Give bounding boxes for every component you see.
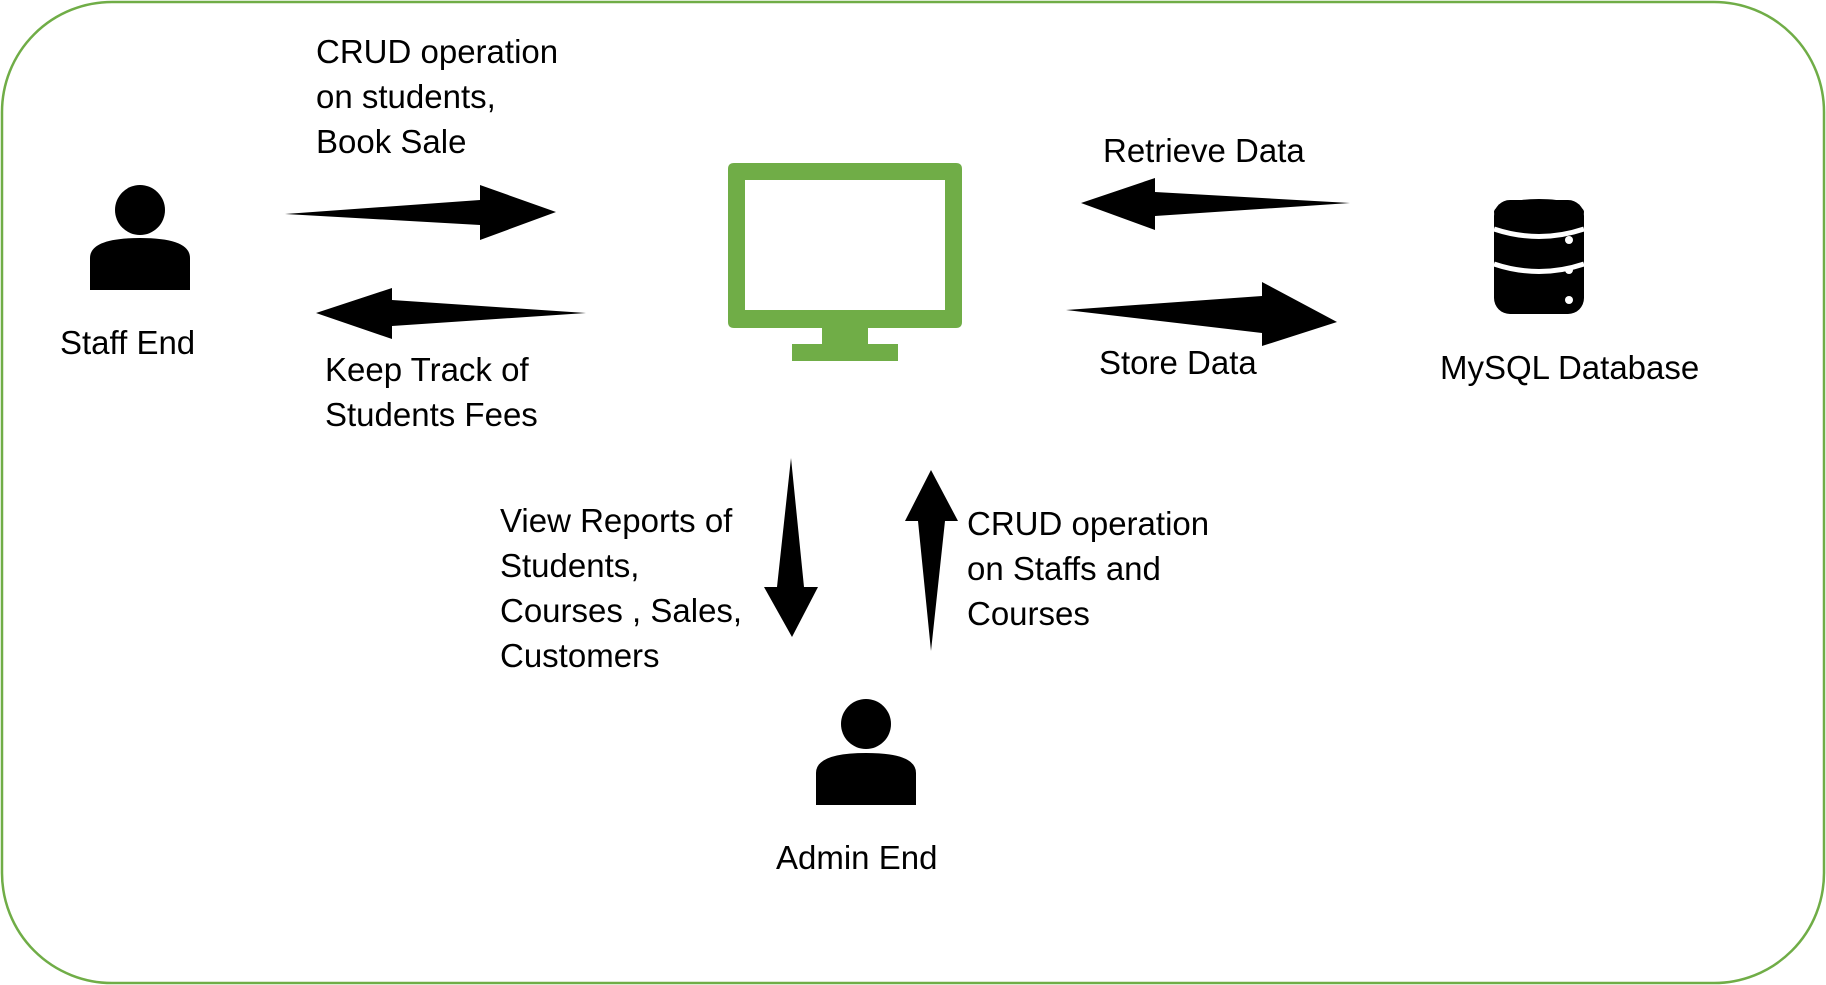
edge-label-system-to-database: Store Data — [1099, 344, 1257, 381]
edge-label-line: on students, — [316, 78, 496, 115]
edge-label-database-to-system: Retrieve Data — [1103, 132, 1305, 169]
arrow-system-to-admin — [764, 458, 818, 637]
staff-user-icon — [90, 185, 190, 290]
edge-label-line: Courses , Sales, — [500, 592, 742, 629]
edge-label-line: Retrieve Data — [1103, 132, 1305, 169]
arrow-database-to-system — [1081, 178, 1350, 230]
edge-label-line: Customers — [500, 637, 660, 674]
database-icon — [1493, 199, 1585, 314]
edge-label-line: CRUD operation — [967, 505, 1209, 542]
edge-label-line: Book Sale — [316, 123, 466, 160]
arrow-admin-to-system — [905, 470, 958, 651]
edge-label-line: Keep Track of — [325, 351, 529, 388]
edge-label-admin-to-system: CRUD operation on Staffs and Courses — [967, 505, 1218, 632]
edge-label-system-to-staff: Keep Track of Students Fees — [325, 351, 538, 433]
edge-label-line: View Reports of — [500, 502, 733, 539]
edge-label-line: CRUD operation — [316, 33, 558, 70]
arrow-staff-to-system — [285, 185, 556, 240]
edge-label-line: Courses — [967, 595, 1090, 632]
admin-user-icon — [816, 699, 916, 805]
edge-label-line: Store Data — [1099, 344, 1257, 381]
edge-label-line: on Staffs and — [967, 550, 1161, 587]
arrow-system-to-database — [1066, 282, 1337, 346]
arrow-system-to-staff — [316, 288, 586, 339]
edge-label-staff-to-system: CRUD operation on students, Book Sale — [316, 33, 567, 160]
monitor-icon — [728, 163, 962, 361]
database-label: MySQL Database — [1440, 349, 1699, 386]
staff-end-label: Staff End — [60, 324, 195, 361]
admin-end-label: Admin End — [776, 839, 937, 876]
edge-label-system-to-admin: View Reports of Students, Courses , Sale… — [500, 502, 751, 674]
edge-label-line: Students Fees — [325, 396, 538, 433]
edge-label-line: Students, — [500, 547, 639, 584]
